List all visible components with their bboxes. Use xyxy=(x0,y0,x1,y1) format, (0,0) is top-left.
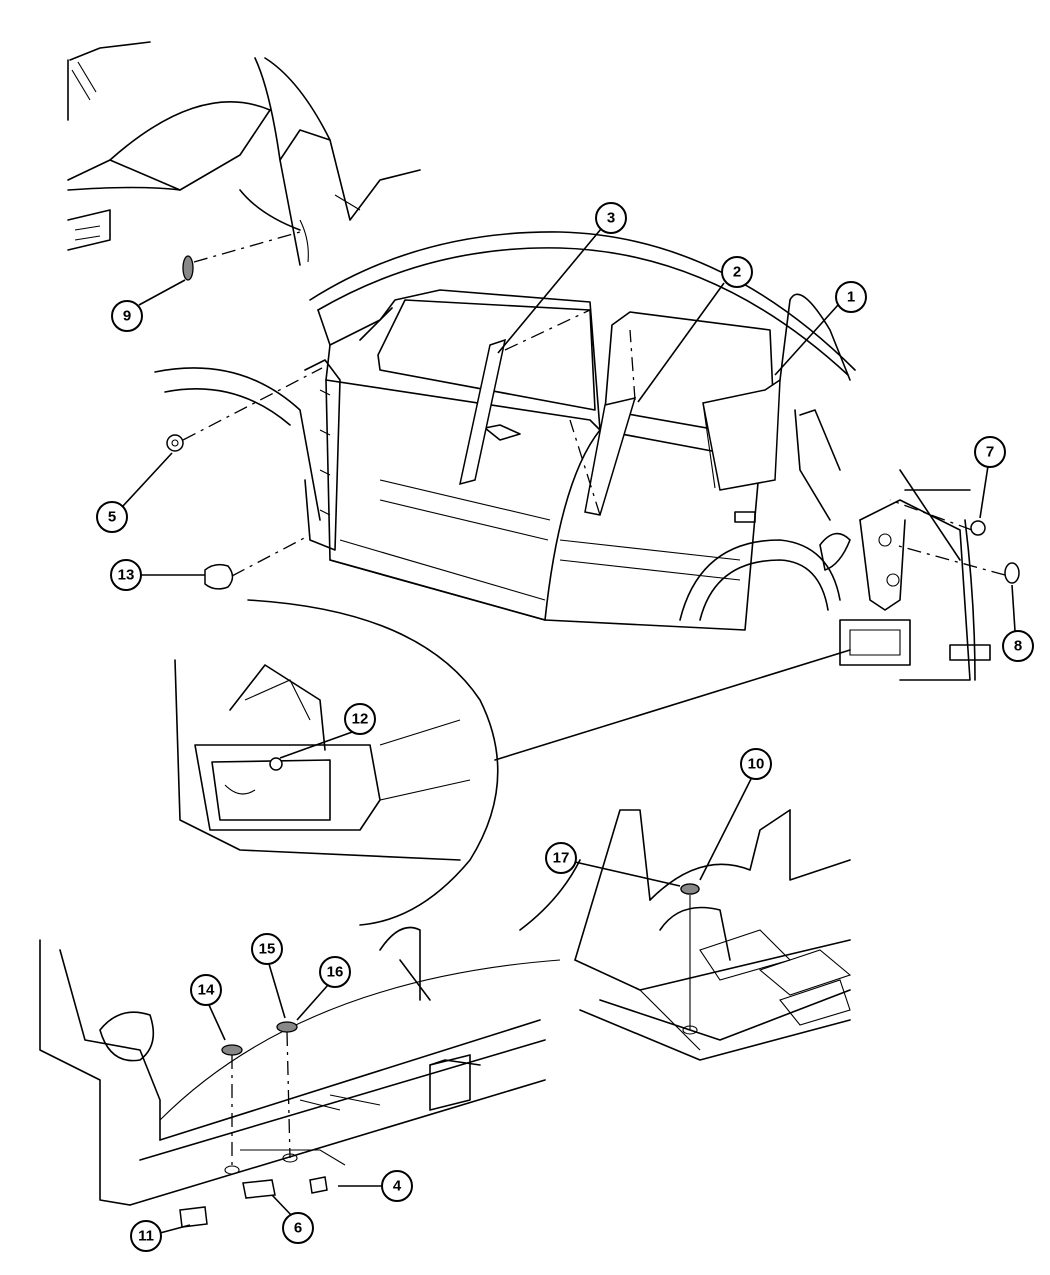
callout-5-label: 5 xyxy=(108,509,116,526)
weatherstrip-parts xyxy=(459,338,781,516)
callout-16-label: 16 xyxy=(327,964,344,981)
plug-16 xyxy=(276,1021,298,1033)
callout-9-label: 9 xyxy=(123,308,131,325)
callout-13-label: 13 xyxy=(118,567,135,584)
plug-8 xyxy=(1004,562,1020,584)
callout-15: 15 xyxy=(251,933,283,965)
underbody-sill-view xyxy=(39,859,581,1206)
weatherstrip-3 xyxy=(459,338,507,486)
installation-lines xyxy=(182,231,1006,1170)
inset-rear-quarter xyxy=(67,41,421,266)
callout-10: 10 xyxy=(740,748,772,780)
floor-wheelhouse-view xyxy=(574,809,852,1061)
plug-9 xyxy=(182,255,194,281)
callout-12: 12 xyxy=(344,703,376,735)
callout-17-label: 17 xyxy=(553,850,570,867)
callout-12-label: 12 xyxy=(352,711,369,728)
weatherstrip-1 xyxy=(702,378,781,491)
callout-2-label: 2 xyxy=(733,264,741,281)
weatherstrip-2 xyxy=(584,396,637,516)
plug-17 xyxy=(680,883,700,895)
plug-5 xyxy=(166,434,184,452)
detail-connector-line xyxy=(494,649,851,761)
callout-9: 9 xyxy=(111,300,143,332)
callout-16: 16 xyxy=(319,956,351,988)
plug-6 xyxy=(242,1179,276,1199)
plug-11 xyxy=(179,1206,208,1228)
plug-14 xyxy=(221,1044,243,1056)
callout-3-label: 3 xyxy=(607,210,615,227)
callout-6: 6 xyxy=(282,1212,314,1244)
rear-corner-view xyxy=(839,469,991,681)
plug-7 xyxy=(970,520,986,536)
callout-14-label: 14 xyxy=(198,982,215,999)
callout-3: 3 xyxy=(595,202,627,234)
callout-14: 14 xyxy=(190,974,222,1006)
plug-parts xyxy=(166,255,1020,1228)
callout-4-label: 4 xyxy=(393,1178,402,1195)
callout-8: 8 xyxy=(1002,630,1034,662)
callout-7-label: 7 xyxy=(986,444,994,461)
callout-11-label: 11 xyxy=(138,1228,154,1245)
callout-1: 1 xyxy=(835,281,867,313)
callout-11: 11 xyxy=(130,1220,162,1252)
callout-4: 4 xyxy=(381,1170,413,1202)
callout-1-label: 1 xyxy=(847,289,855,306)
callout-8-label: 8 xyxy=(1014,638,1022,655)
plug-4 xyxy=(309,1176,328,1194)
plug-13 xyxy=(204,563,234,590)
callout-17: 17 xyxy=(545,842,577,874)
callout-15-label: 15 xyxy=(259,941,276,958)
callout-2: 2 xyxy=(721,256,753,288)
detail-inset xyxy=(174,599,499,926)
callout-6-label: 6 xyxy=(294,1220,302,1237)
callout-7: 7 xyxy=(974,436,1006,468)
callout-13: 13 xyxy=(110,559,142,591)
callout-10-label: 10 xyxy=(748,756,765,773)
callout-5: 5 xyxy=(96,501,128,533)
leader-lines xyxy=(122,228,1016,1234)
